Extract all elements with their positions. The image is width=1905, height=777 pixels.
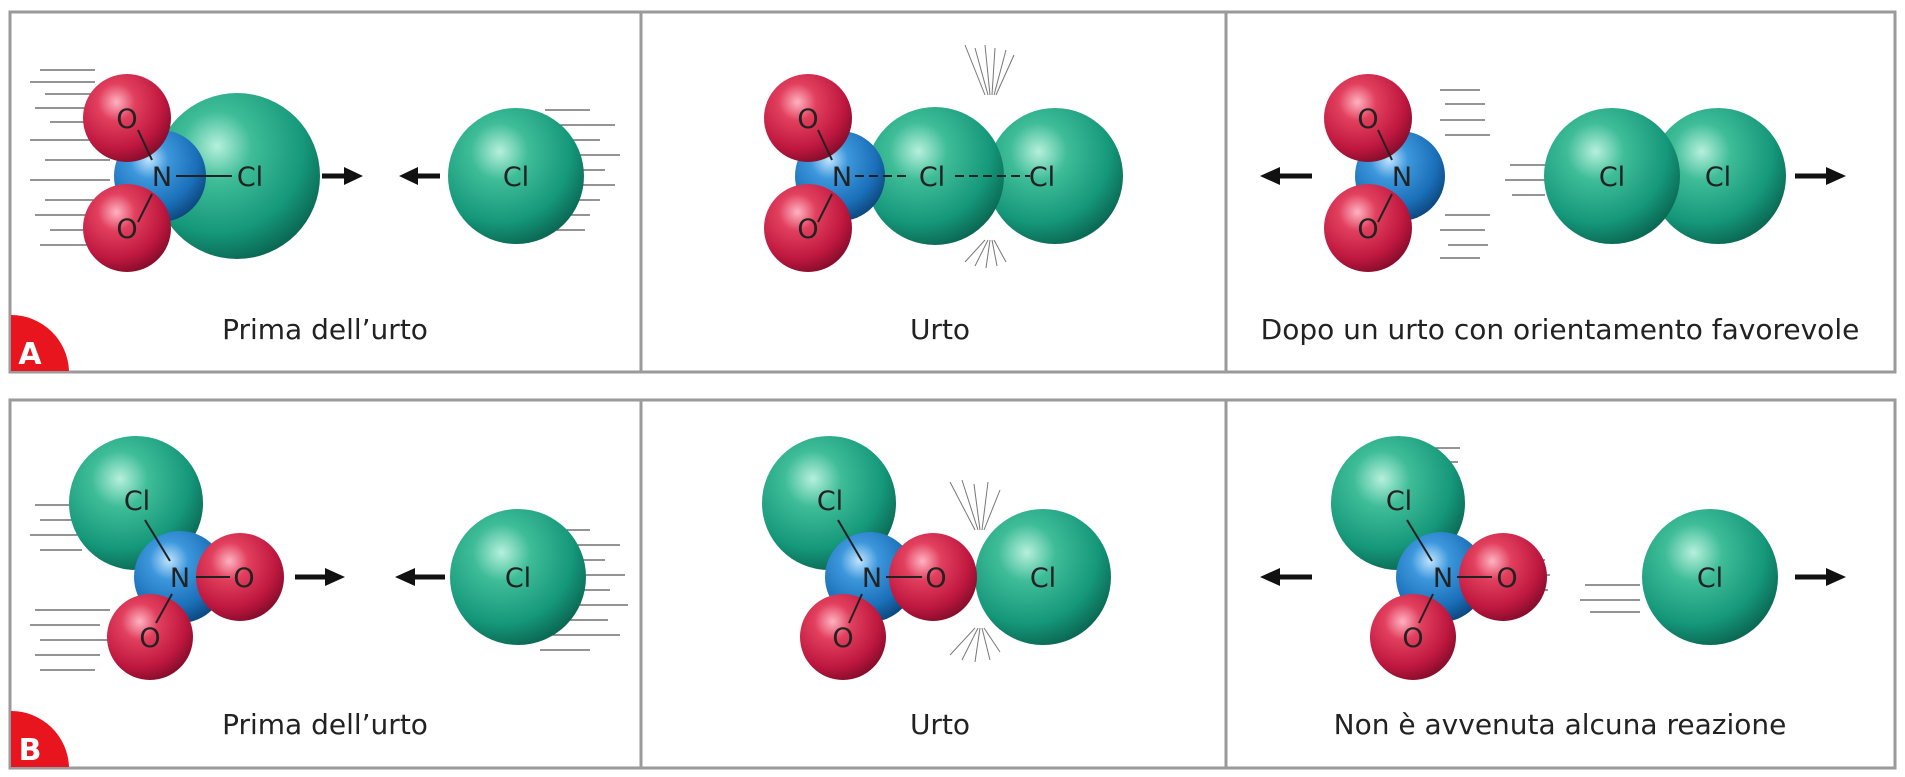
bond (137, 129, 153, 161)
atom-label: Cl (1029, 162, 1055, 193)
oxygen-atom (107, 594, 193, 680)
chlorine-atom (987, 108, 1123, 244)
chlorine-atom (866, 107, 1004, 245)
oxygen-atom (764, 184, 852, 272)
motion-lines (1440, 89, 1545, 259)
oxygen-atom (1370, 594, 1456, 680)
panel-caption: Prima dell’urto (222, 313, 428, 346)
atom-label: O (116, 104, 137, 135)
oxygen-atom (1324, 184, 1412, 272)
oxygen-atom (889, 533, 977, 621)
chlorine-atom (975, 509, 1111, 645)
atom-label: O (832, 623, 853, 654)
bond (1377, 193, 1393, 223)
bond (817, 129, 833, 161)
oxygen-atom (83, 184, 171, 272)
arrow-right-icon (1795, 167, 1846, 185)
atom-label: Cl (124, 486, 150, 517)
panel-a1: O N O Cl Cl Prima dell’urto (30, 69, 620, 346)
oxygen-atom (83, 74, 171, 162)
bond (137, 193, 153, 223)
arrow-right-icon (295, 568, 345, 586)
arrow-right-icon (1795, 568, 1846, 586)
atom-label: Cl (919, 162, 945, 193)
badge-label: A (18, 337, 42, 372)
bond (144, 519, 171, 562)
row-badge: A (11, 314, 69, 372)
impact-lines (964, 44, 1015, 269)
chlorine-atom (1544, 108, 1680, 244)
atom-label: N (862, 563, 882, 594)
atom-label: O (1357, 104, 1378, 135)
panel-b3: Cl N O O Cl Non è avvenuta alcuna reazio… (1260, 436, 1846, 741)
atom-label: O (1496, 563, 1517, 594)
oxygen-atom (196, 533, 284, 621)
panel-caption: Urto (910, 313, 970, 346)
panel-caption: Dopo un urto con orientamento favorevole (1261, 313, 1860, 346)
atom-label: O (1402, 623, 1423, 654)
panel-b1: Cl N O O Cl Prima dell’urto (30, 436, 628, 741)
arrow-right-icon (322, 167, 363, 185)
arrow-left-icon (395, 568, 445, 586)
chlorine-atom (154, 93, 320, 259)
atom-label: Cl (817, 486, 843, 517)
chlorine-atom (1642, 509, 1778, 645)
panel-caption: Non è avvenuta alcuna reazione (1334, 708, 1787, 741)
oxygen-atom (764, 74, 852, 162)
atom-label: O (925, 563, 946, 594)
arrow-left-icon (1260, 568, 1312, 586)
bond (848, 593, 863, 624)
atom-label: Cl (1599, 162, 1625, 193)
bond (1377, 129, 1393, 161)
atom-label: Cl (1705, 162, 1731, 193)
atom-label: O (797, 104, 818, 135)
bond (155, 593, 173, 624)
oxygen-atom (800, 594, 886, 680)
panel-caption: Prima dell’urto (222, 708, 428, 741)
chlorine-atom (448, 108, 584, 244)
oxygen-atom (1324, 74, 1412, 162)
chlorine-atom (450, 509, 586, 645)
atom-label: Cl (503, 162, 529, 193)
atom-label: Cl (237, 162, 263, 193)
atom-label: N (1433, 563, 1453, 594)
panel-b2: Cl N O O Cl Urto (762, 436, 1111, 741)
atom-label: O (797, 214, 818, 245)
bond (1406, 519, 1433, 562)
atom-label: O (1357, 214, 1378, 245)
bond (837, 519, 863, 562)
atom-label: Cl (1386, 486, 1412, 517)
atom-label: Cl (505, 563, 531, 594)
bond (817, 193, 833, 223)
atom-label: O (139, 623, 160, 654)
arrow-left-icon (399, 167, 440, 185)
panel-a3: O N O Cl Cl Dopo un urto con orientament… (1260, 74, 1859, 346)
chlorine-atom (1650, 108, 1786, 244)
atom-label: O (233, 563, 254, 594)
atom-label: Cl (1030, 563, 1056, 594)
impact-lines (949, 479, 1001, 663)
atom-label: N (170, 563, 190, 594)
panel-a2: O N O Cl Cl Urto (764, 44, 1123, 346)
atom-label: N (1392, 162, 1412, 193)
atom-label: Cl (1697, 563, 1723, 594)
oxygen-atom (1459, 533, 1547, 621)
row-a: O N O Cl Cl Prima dell’urto (8, 10, 1897, 374)
atom-label: N (152, 162, 172, 193)
atom-label: O (116, 214, 137, 245)
panel-caption: Urto (910, 708, 970, 741)
arrow-left-icon (1260, 167, 1312, 185)
row-b: Cl N O O Cl Prima dell’urto (8, 398, 1897, 770)
row-badge: B (11, 711, 69, 768)
badge-label: B (19, 733, 42, 768)
atom-label: N (832, 162, 852, 193)
bond (1418, 593, 1434, 624)
